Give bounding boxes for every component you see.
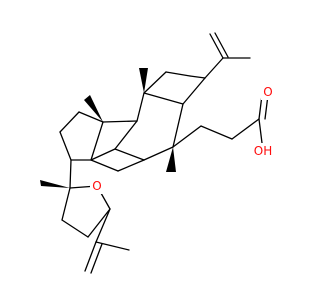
- bond-c7a-c7b: [172, 103, 184, 148]
- ring-oxygen-background: [90, 178, 104, 194]
- bond-ch2a-ch2b: [200, 125, 233, 140]
- bond-c15-c16: [59, 131, 72, 161]
- bond-c13a-c3: [90, 121, 104, 161]
- bond-c7b-ch2a: [172, 125, 202, 148]
- hydroxyl-background: [250, 143, 276, 159]
- bond-ch2b-cooh: [231, 118, 260, 140]
- bond-c11-c8: [189, 75, 206, 79]
- wedge-methyl-c9: [139, 68, 148, 93]
- bond-c12-c13-double: [209, 33, 224, 59]
- bond-c9a-c13a: [102, 120, 138, 123]
- bond-c8-c12: [204, 57, 224, 79]
- ring-oxygen-label: O: [92, 179, 101, 193]
- carbonyl-oxygen-background: [261, 84, 275, 100]
- bond-c18-c19: [61, 219, 89, 238]
- bond-c9-c7b: [136, 92, 145, 122]
- bond-c7a-c8: [182, 77, 206, 105]
- wedge-methyl-c7b: [166, 147, 176, 172]
- bond-cooh-oh: [258, 118, 263, 144]
- bond-c14-c15: [59, 111, 80, 133]
- bond-c6-c9a: [114, 120, 138, 150]
- bond-c17-c18: [61, 187, 71, 221]
- bond-c5-c6: [114, 148, 145, 161]
- bond-isopropenyl-methyl: [95, 241, 130, 251]
- bond-isopropenyl-double-2: [90, 243, 103, 274]
- bond-c10-c11: [165, 71, 191, 77]
- bond-c9-c7a: [143, 92, 184, 105]
- bond-c12-c13-double-2: [214, 32, 229, 58]
- bond-c5-c4: [117, 159, 145, 172]
- hydroxyl-label: OH: [254, 144, 272, 158]
- bond-c7b-c5: [143, 146, 174, 161]
- wedge-methyl-c13a: [84, 95, 103, 122]
- bond-c13a-c14: [78, 111, 104, 123]
- bond-c3-c6: [90, 148, 116, 161]
- bond-c19-c20: [87, 208, 111, 238]
- bond-c16-c17: [69, 159, 72, 189]
- chemical-structure-diagram: O OH O: [40, 32, 276, 274]
- bond-c20-isopropenyl: [95, 208, 111, 243]
- bond-isopropenyl-double: [84, 241, 97, 272]
- wedge-methyl-c17: [40, 180, 70, 188]
- bond-c9-c10: [143, 71, 167, 94]
- bond-c4-c3: [90, 159, 119, 172]
- carbonyl-oxygen-label: O: [263, 85, 272, 99]
